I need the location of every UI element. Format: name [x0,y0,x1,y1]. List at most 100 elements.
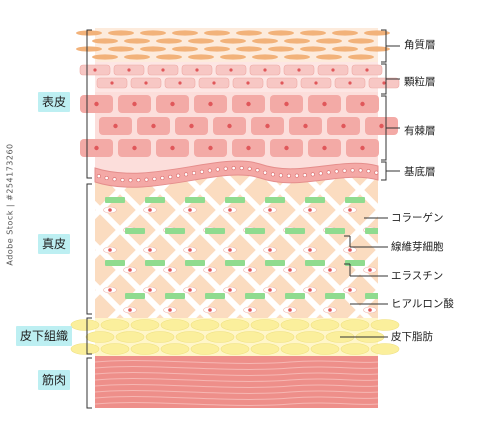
corneum-cell [156,38,182,44]
fat-cell [160,319,190,331]
corneum-cell [348,38,374,44]
basal-cell [366,169,371,174]
fat-cell [280,319,310,331]
group-label-epidermis: 表皮 [38,92,71,112]
corneum-cell [300,30,326,36]
epidermis-bracket [86,29,92,179]
fibroblast-nucleus [128,308,132,312]
fibroblast-nucleus [248,268,252,272]
fat-cell [160,343,190,355]
corneum-cell [188,38,214,44]
cell-nucleus [322,145,327,151]
cell-nucleus [303,123,308,129]
elastin-fiber [205,228,225,234]
corneum-cell [172,46,198,52]
fibroblast-nucleus [328,268,332,272]
basal-cell [350,168,355,173]
group-label-muscle: 筋肉 [38,370,71,390]
cell-nucleus [189,123,194,129]
collagen-fiber [297,175,378,318]
fat-cell [130,343,160,355]
elastin-fiber [125,228,145,234]
collagen-fiber [297,175,378,318]
stock-watermark: Adobe Stock | #254173260 [5,143,15,266]
muscle-fiber [94,360,379,364]
corneum-cell [364,30,390,36]
fibroblast-nucleus [248,308,252,312]
elastin-fiber [345,260,365,266]
fibroblast-nucleus [148,248,152,252]
muscle-fiber [94,378,379,382]
muscle-fiber [94,396,379,400]
collagen-fiber [137,175,303,318]
collagen-fiber [97,175,263,318]
corneum-cell [204,46,230,52]
cell-nucleus [132,101,137,107]
fibroblast-nucleus [148,288,152,292]
corneum-cell [220,54,246,60]
corneum-cell [236,46,262,52]
basal-cell [255,168,260,173]
elastin-fiber [325,228,345,234]
fibroblast-nucleus [308,208,312,212]
cell-nucleus [94,145,99,151]
fat-cell [340,343,370,355]
fat-cell [265,331,295,343]
fat-cell [205,331,235,343]
group-label-dermis: 真皮 [38,234,71,254]
basal-cell [128,178,133,183]
muscle-fiber [94,402,379,406]
cell-nucleus [227,123,232,129]
cell-nucleus [382,81,386,85]
corneum-cell [140,46,166,52]
corneum-cell [332,30,358,36]
elastin-fiber [265,260,285,266]
cell-nucleus [379,123,384,129]
collagen-fiber [337,175,378,318]
elastin-fiber [305,197,325,203]
cell-nucleus [151,123,156,129]
basal-cell [144,177,149,182]
fibroblast-nucleus [348,288,352,292]
corneum-cell [316,54,342,60]
cell-nucleus [284,101,289,107]
elastin-fiber [225,197,245,203]
fibroblast-nucleus [348,248,352,252]
elastin-fiber [125,293,145,299]
muscle-fiber [94,366,379,370]
basal-cell [302,173,307,178]
label-stratum-granulosum: 顆粒層 [404,76,436,88]
corneum-cell [252,38,278,44]
cell-nucleus [280,81,284,85]
cell-nucleus [94,101,99,107]
corneum-cell [364,46,390,52]
cell-nucleus [229,68,233,72]
collagen-fiber [257,175,378,318]
basal-cell [231,166,236,171]
elastin-fiber [285,228,305,234]
fat-cell [250,319,280,331]
basal-cell [223,166,228,171]
corneum-cell [124,54,150,60]
cell-nucleus [348,81,352,85]
fibroblast-nucleus [128,268,132,272]
basal-cell [112,177,117,182]
corneum-cell [156,54,182,60]
cell-nucleus [246,145,251,151]
subcutaneous-bracket [86,317,92,355]
fibroblast-nucleus [168,308,172,312]
basal-cell [215,167,220,172]
fat-cell [70,343,100,355]
fat-cell [235,331,265,343]
fat-cell [85,331,115,343]
elastin-fiber [245,228,265,234]
cell-nucleus [360,101,365,107]
corneum-cell [204,30,230,36]
fibroblast-nucleus [268,248,272,252]
elastin-fiber [145,197,165,203]
fibroblast-nucleus [288,308,292,312]
corneum-cell [220,38,246,44]
basal-cell [207,168,212,173]
basal-cell [168,174,173,179]
corneum-cell [108,46,134,52]
